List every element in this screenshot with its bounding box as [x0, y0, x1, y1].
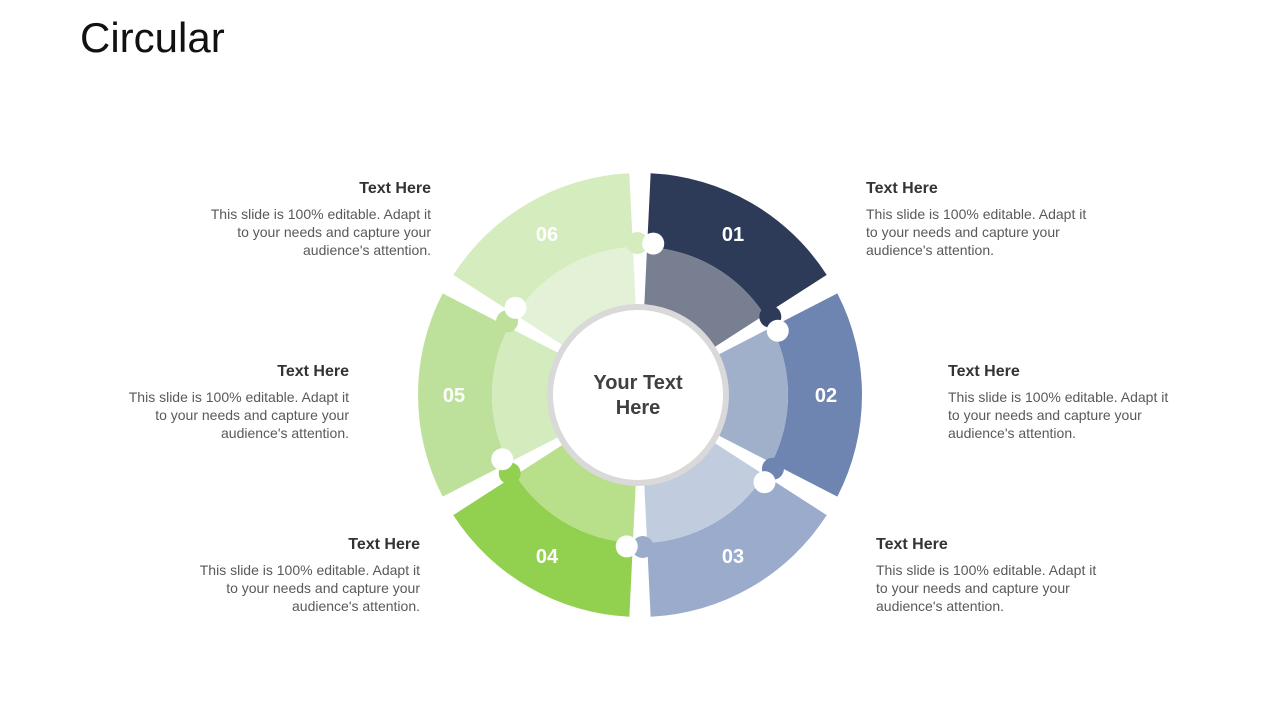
connector-slot-02 — [753, 471, 776, 494]
connector-slot-01 — [766, 319, 789, 342]
segment-inner-02 — [711, 327, 788, 463]
segment-inner-05 — [492, 327, 569, 463]
block-heading: Text Here — [876, 536, 948, 553]
segment-outer-01 — [647, 173, 827, 315]
center-text-line1: Your Text — [593, 372, 683, 394]
block-body: This slide is 100% editable. Adapt it to… — [948, 389, 1169, 441]
block-heading: Text Here — [948, 363, 1020, 380]
segment-number-05: 05 — [443, 385, 465, 407]
segment-number-06: 06 — [536, 224, 558, 246]
text-block-01: Text Here This slide is 100% editable. A… — [866, 180, 1096, 259]
text-block-03: Text Here This slide is 100% editable. A… — [876, 536, 1106, 615]
segment-inner-06 — [515, 247, 637, 352]
segment-inner-01 — [643, 247, 765, 352]
segment-outer-03 — [647, 475, 827, 617]
text-block-02: Text Here This slide is 100% editable. A… — [948, 363, 1178, 442]
segment-inner-04 — [515, 438, 637, 543]
connector-slot-05 — [504, 296, 527, 319]
block-body: This slide is 100% editable. Adapt it to… — [876, 562, 1097, 614]
segments-layer — [417, 173, 862, 617]
connector-slot-04 — [491, 448, 514, 471]
center-text-line2: Here — [616, 397, 660, 419]
connector-tab-03 — [631, 535, 654, 558]
segment-outer-02 — [771, 293, 862, 497]
block-heading: Text Here — [359, 180, 431, 197]
segment-numbers: 01 02 03 04 05 06 — [443, 224, 837, 568]
block-heading: Text Here — [348, 536, 420, 553]
puzzle-connectors — [491, 232, 789, 558]
block-heading: Text Here — [866, 180, 938, 197]
segment-number-04: 04 — [536, 546, 559, 568]
text-block-04: Text Here This slide is 100% editable. A… — [190, 536, 420, 615]
segment-inner-03 — [643, 438, 765, 543]
block-body: This slide is 100% editable. Adapt it to… — [128, 389, 349, 441]
segment-outer-06 — [453, 173, 633, 315]
center-circle: Your Text Here — [547, 304, 729, 486]
connector-tab-06 — [626, 232, 649, 255]
page-title: Circular — [80, 14, 225, 61]
block-body: This slide is 100% editable. Adapt it to… — [199, 562, 420, 614]
segment-outer-04 — [453, 475, 633, 617]
block-body: This slide is 100% editable. Adapt it to… — [866, 206, 1087, 258]
segment-number-01: 01 — [722, 224, 744, 246]
block-heading: Text Here — [277, 363, 349, 380]
connector-slot-03 — [615, 535, 638, 558]
block-body: This slide is 100% editable. Adapt it to… — [210, 206, 431, 258]
segment-outer-05 — [417, 293, 509, 497]
segment-number-02: 02 — [815, 385, 837, 407]
segment-number-03: 03 — [722, 546, 744, 568]
text-block-06: Text Here This slide is 100% editable. A… — [201, 180, 431, 259]
text-block-05: Text Here This slide is 100% editable. A… — [119, 363, 349, 442]
connector-slot-06 — [642, 232, 665, 255]
